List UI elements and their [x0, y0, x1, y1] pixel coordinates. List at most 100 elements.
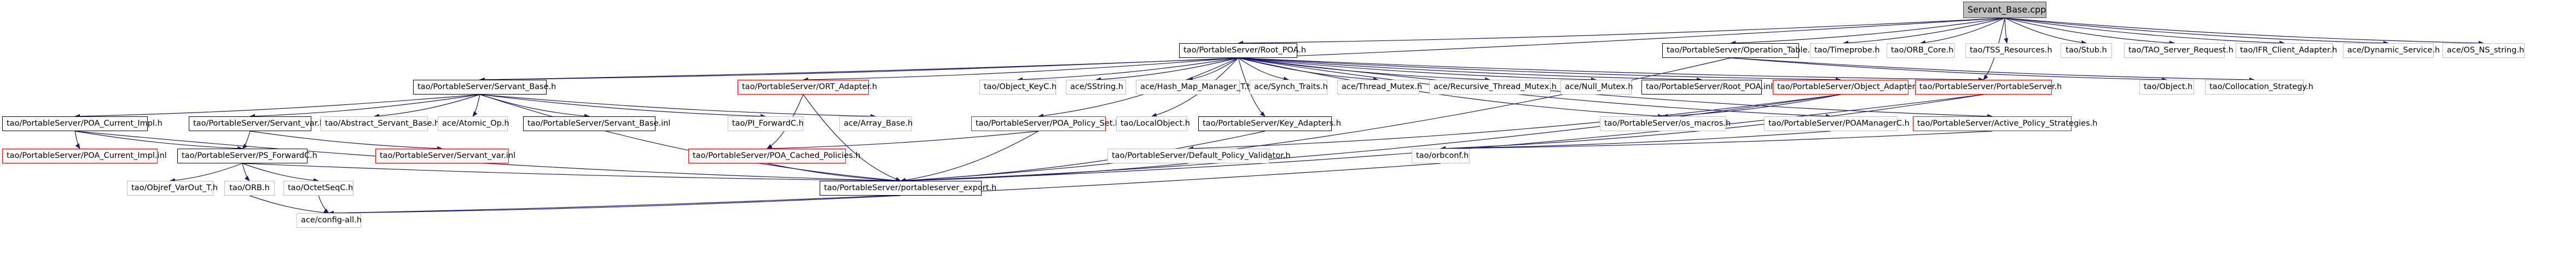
graph-edge [900, 94, 1841, 183]
graph-edge [1238, 57, 1841, 82]
graph-edge [1238, 57, 1490, 82]
graph-edge [1440, 131, 1993, 151]
graph-edge [1238, 57, 1289, 81]
graph-node[interactable]: ace/config-all.h [297, 213, 362, 228]
graph-edge [479, 94, 590, 119]
graph-node[interactable]: tao/PortableServer/ORT_Adapter.h [738, 80, 877, 95]
graph-node[interactable]: tao/IFR_Client_Adapter.h [2236, 43, 2337, 58]
graph-edge [472, 94, 480, 117]
graph-node[interactable]: tao/PortableServer/POAManagerC.h [1764, 116, 1910, 131]
graph-node[interactable]: tao/PortableServer/POA_Cached_Policies.h [688, 149, 861, 163]
graph-node[interactable]: tao/TAO_Server_Request.h [2124, 43, 2233, 58]
graph-node[interactable]: ace/Hash_Map_Manager_T.h [1136, 80, 1252, 95]
graph-edge [1238, 57, 1984, 82]
graph-node[interactable]: tao/PortableServer/Servant_var.h [189, 116, 324, 131]
graph-edge [1238, 17, 2005, 45]
graph-node[interactable]: tao/PortableServer/Servant_Base.h [413, 80, 556, 95]
graph-edge [1440, 131, 1831, 151]
graph-node[interactable]: tao/ORB_Core.h [1887, 43, 1954, 58]
graph-node[interactable]: tao/PortableServer/Root_POA.inl [1641, 80, 1773, 95]
graph-edge [242, 163, 250, 181]
graph-edge [2004, 17, 2285, 45]
graph-edge [767, 131, 1039, 151]
graph-node[interactable]: ace/OS_NS_string.h [2442, 43, 2525, 58]
graph-edge [1017, 57, 1239, 82]
graph-node[interactable]: tao/PortableServer/Default_Policy_Valida… [1107, 149, 1291, 163]
graph-node[interactable]: tao/PortableServer/Servant_Base.inl [523, 116, 670, 131]
graph-edge [1238, 57, 1379, 82]
graph-node[interactable]: tao/Collocation_Strategy.h [2205, 80, 2313, 95]
graph-edge [318, 195, 329, 214]
graph-node[interactable]: tao/Object_KeyC.h [979, 80, 1057, 95]
graph-node[interactable]: Servant_Base.cpp [1963, 2, 2046, 18]
graph-node[interactable]: tao/ORB.h [224, 181, 275, 196]
graph-node[interactable]: tao/PortableServer/portableserver_export… [820, 181, 996, 196]
graph-node[interactable]: tao/Object.h [2139, 80, 2194, 95]
graph-node[interactable]: tao/PortableServer/os_macros.h [1600, 116, 1731, 131]
graph-node[interactable]: tao/OctetSeqC.h [283, 181, 353, 196]
graph-edge [1730, 17, 2005, 45]
graph-edge [479, 94, 876, 119]
graph-node[interactable]: ace/Thread_Mutex.h [1337, 80, 1422, 95]
graph-edge [2004, 17, 2087, 45]
graph-node[interactable]: tao/Abstract_Servant_Base.h [321, 116, 439, 131]
graph-node[interactable]: tao/PortableServer/POA_Policy_Set.h [971, 116, 1120, 131]
graph-edge [900, 131, 1039, 182]
graph-edge [1187, 57, 1239, 81]
graph-edge [900, 163, 1189, 183]
graph-node[interactable]: tao/PI_ForwardC.h [728, 116, 804, 131]
graph-edge [170, 163, 243, 183]
graph-edge [242, 131, 251, 149]
graph-node[interactable]: tao/PortableServer/Servant_var.inl [375, 149, 515, 163]
graph-edge [900, 94, 1984, 183]
graph-node[interactable]: ace/Array_Base.h [839, 116, 913, 131]
graph-edge [803, 57, 1239, 82]
graph-edge [242, 163, 319, 183]
graph-edge [1920, 17, 2005, 45]
graph-node[interactable]: tao/PortableServer/PortableServer.h [1915, 80, 2062, 95]
graph-node[interactable]: tao/orbconf.h [1412, 149, 1470, 163]
graph-edge [1843, 17, 2005, 45]
graph-edge [74, 131, 243, 151]
graph-node[interactable]: ace/Recursive_Thread_Mutex.h [1429, 80, 1557, 95]
graph-node[interactable]: tao/PortableServer/Root_POA.h [1179, 43, 1306, 58]
graph-node[interactable]: ace/Dynamic_Service.h [2343, 43, 2440, 58]
graph-node[interactable]: tao/PortableServer/Object_Adapter.h [1773, 80, 1922, 95]
graph-edge [1238, 57, 1702, 82]
graph-node[interactable]: tao/PortableServer/POA_Current_Impl.inl [2, 149, 167, 163]
graph-edge [2004, 17, 2484, 45]
graph-edge [479, 94, 901, 183]
graph-edge [2004, 17, 2175, 45]
graph-edge [479, 57, 1239, 82]
graph-node[interactable]: tao/Stub.h [2061, 43, 2112, 58]
graph-node[interactable]: ace/SString.h [1066, 80, 1126, 95]
graph-node[interactable]: tao/TSS_Resources.h [1965, 43, 2052, 58]
graph-node[interactable]: tao/PortableServer/Key_Adapters.h [1198, 116, 1341, 131]
graph-edge [374, 94, 480, 119]
graph-node[interactable]: tao/LocalObject.h [1116, 116, 1190, 131]
graph-edge [1730, 57, 2167, 82]
graph-node[interactable]: tao/Timeprobe.h [1810, 43, 1879, 58]
graph-edge [1238, 57, 1597, 82]
graph-node[interactable]: tao/PortableServer/Operation_Table.h [1662, 43, 1815, 58]
graph-node[interactable]: ace/Null_Mutex.h [1560, 80, 1633, 95]
graph-node[interactable]: tao/PortableServer/POA_Current_Impl.h [2, 116, 163, 131]
graph-edge [250, 94, 480, 119]
graph-node[interactable]: ace/Atomic_Op.h [438, 116, 509, 131]
graph-edge [250, 131, 443, 151]
graph-edge [1095, 57, 1239, 82]
graph-node[interactable]: tao/Objref_VarOut_T.h [127, 181, 218, 196]
graph-node[interactable]: tao/PortableServer/PS_ForwardC.h [177, 149, 317, 163]
graph-edge [479, 94, 766, 119]
graph-edge [242, 163, 901, 183]
graph-edge [1662, 94, 1841, 119]
graph-edge [803, 94, 901, 181]
graph-edge [249, 195, 329, 215]
graph-edge [74, 131, 80, 149]
graph-edge [1730, 57, 2255, 82]
graph-node[interactable]: ace/Synch_Traits.h [1250, 80, 1328, 95]
graph-node[interactable]: tao/PortableServer/Active_Policy_Strateg… [1913, 116, 2097, 131]
graph-edge [74, 94, 480, 119]
